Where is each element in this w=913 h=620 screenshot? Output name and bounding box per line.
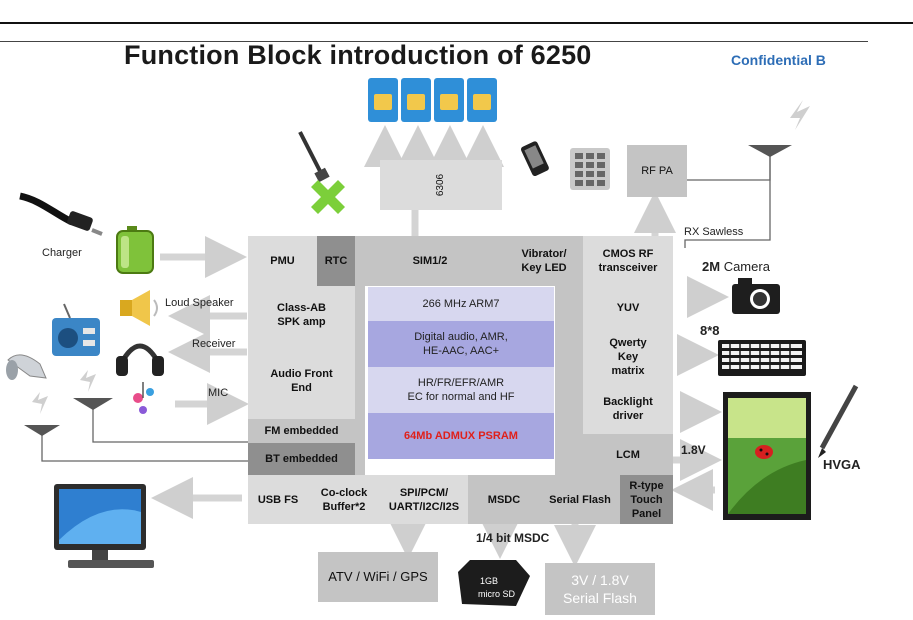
serial-flash-block: Serial Flash [540, 475, 620, 524]
spi-block: SPI/PCM/ UART/I2C/I2S [380, 475, 468, 524]
microsd-card-icon: 1GB micro SD [458, 560, 530, 606]
vibrator-block: Vibrator/ Key LED [505, 236, 583, 286]
confidential-label: Confidential B [731, 52, 826, 68]
cpu-right-frame [555, 286, 583, 475]
speaker-icon [120, 290, 158, 326]
cmos-rf-block: CMOS RF transceiver [583, 236, 673, 286]
title-underline [0, 41, 868, 42]
lcm-block: LCM [583, 434, 673, 475]
atv-wifi-gps-box: ATV / WiFi / GPS [318, 552, 438, 602]
rf-pa-block: RF PA [627, 145, 687, 197]
qwerty-block: Qwerty Key matrix [583, 330, 673, 384]
msdc-bits-label: 1/4 bit MSDC [476, 531, 550, 545]
header-rule [0, 22, 913, 24]
co-clock-block: Co-clock Buffer*2 [308, 475, 380, 524]
backlight-block: Backlight driver [583, 384, 673, 434]
rtc-block: RTC [317, 236, 355, 286]
keypad-size-label: 8*8 [700, 323, 720, 338]
card-text-microsd: micro SD [478, 589, 516, 599]
battery-icon [116, 226, 154, 274]
yuv-block: YUV [583, 286, 673, 330]
keyboard-icon [718, 340, 806, 376]
loud-speaker-label: Loud Speaker [165, 297, 234, 309]
usb-fs-block: USB FS [248, 475, 308, 524]
pmu-block: PMU [248, 236, 317, 286]
arm7-cell: 266 MHz ARM7 [368, 287, 554, 321]
sim-block: SIM1/2 [355, 236, 505, 286]
mic-label: MIC [208, 387, 229, 399]
sim-card-icon [368, 78, 497, 122]
stylus-icon [818, 384, 859, 458]
receiver-label: Receiver [192, 338, 236, 350]
r-type-touch-block: R-type Touch Panel [620, 475, 673, 524]
charger-plug-icon [19, 192, 103, 236]
digital-audio-cell: Digital audio, AMR, HE-AAC, AAC+ [368, 321, 554, 367]
keypad-icon [570, 148, 610, 190]
ic-6306-block: 6306 [380, 160, 502, 210]
headphones-icon [116, 343, 164, 376]
charger-label: Charger [42, 247, 82, 259]
ext-serial-flash-box: 3V / 1.8V Serial Flash [545, 563, 655, 615]
bt-embedded-block: BT embedded [248, 443, 355, 475]
audio-front-end-block: Audio Front End [248, 343, 355, 419]
lcd-display-icon [723, 392, 811, 520]
msdc-block: MSDC [468, 475, 540, 524]
class-ab-block: Class-AB SPK amp [248, 286, 355, 343]
antenna-icon [24, 145, 792, 436]
fm-embedded-block: FM embedded [248, 419, 355, 443]
music-note-icon [133, 382, 154, 414]
camera-label: 2M Camera [702, 259, 770, 274]
card-text-1gb: 1GB [480, 576, 498, 586]
hvga-label: HVGA [823, 457, 861, 472]
camera-suffix: Camera [723, 259, 770, 274]
camera-icon [732, 278, 780, 314]
camera-prefix: 2M [702, 259, 721, 274]
voltage-label: 1.8V [681, 443, 706, 457]
bluetooth-headset-icon [6, 354, 47, 380]
phone-vibrate-icon [520, 141, 549, 177]
page-title: Function Block introduction of 6250 [124, 40, 592, 70]
desktop-computer-icon [54, 484, 154, 568]
rx-sawless-line [684, 154, 771, 248]
radio-icon [52, 303, 100, 356]
fm-antenna-line [92, 404, 248, 443]
codec-cell: HR/FR/EFR/AMR EC for normal and HF [368, 367, 554, 413]
screwdriver-icon [298, 131, 345, 214]
psram-cell: 64Mb ADMUX PSRAM [368, 413, 554, 459]
bt-antenna-line [41, 430, 248, 462]
rx-sawless-label: RX Sawless [684, 226, 744, 238]
cpu-left-frame [355, 286, 365, 475]
